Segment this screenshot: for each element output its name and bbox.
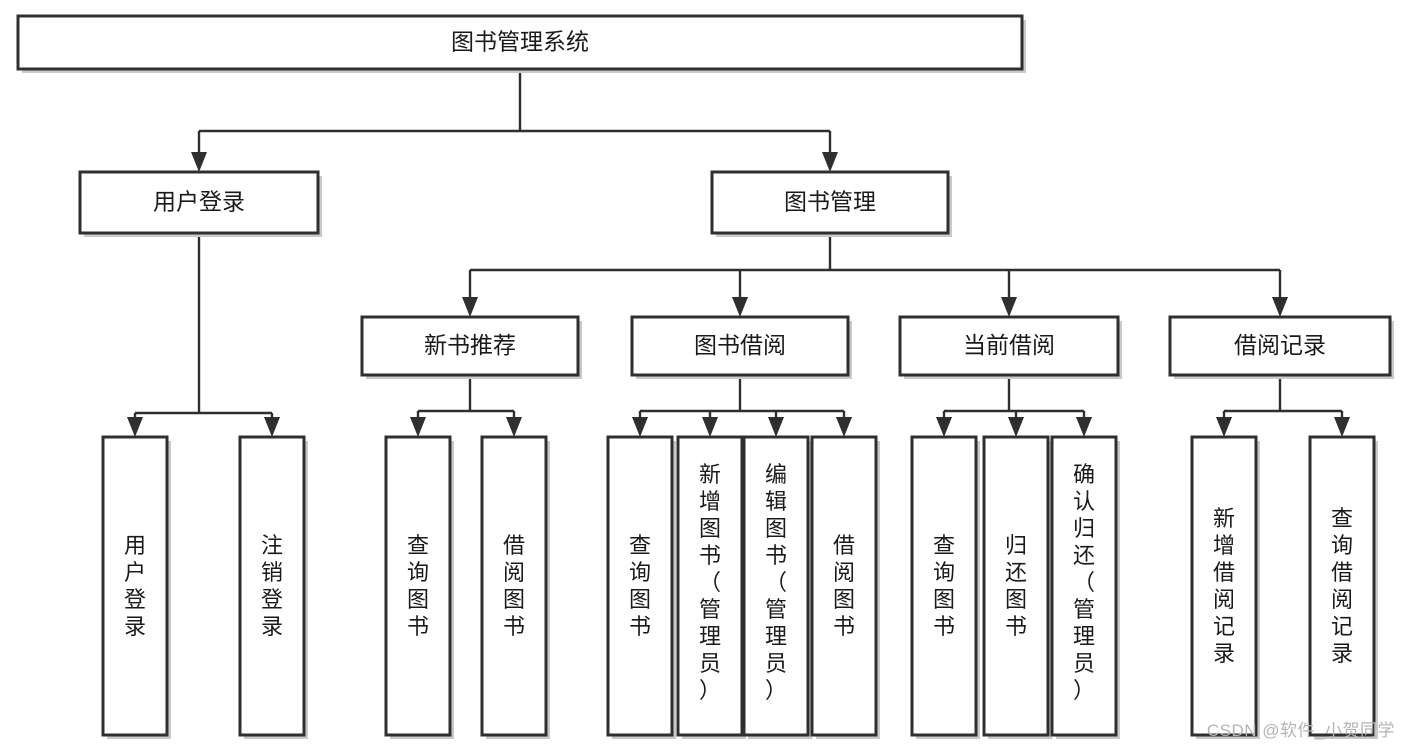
arrow-head-icon — [836, 417, 852, 437]
node-user-login-label: 用户登录 — [153, 189, 245, 215]
node-leaf-add-book-label: 新增图书（管理员） — [699, 462, 721, 703]
node-leaf-user-login-label: 用户登录 — [124, 533, 146, 639]
arrow-head-icon — [632, 417, 648, 437]
node-leaf-query-book-1-label: 查询图书 — [407, 533, 429, 639]
nodes-layer: 图书管理系统用户登录图书管理新书推荐图书借阅当前借阅借阅记录用户登录注销登录查询… — [16, 14, 1394, 739]
node-new-book-recommend[interactable]: 新书推荐 — [360, 315, 582, 379]
connectors-layer — [127, 69, 1350, 437]
arrow-head-icon — [822, 152, 838, 172]
node-leaf-edit-book-label: 编辑图书（管理员） — [765, 462, 787, 703]
node-leaf-query-book-2[interactable]: 查询图书 — [606, 435, 676, 739]
node-leaf-borrow-book-2[interactable]: 借阅图书 — [810, 435, 880, 739]
arrow-head-icon — [1216, 417, 1232, 437]
node-leaf-borrow-book-1[interactable]: 借阅图书 — [480, 435, 550, 739]
node-leaf-borrow-book-2-label: 借阅图书 — [833, 533, 855, 639]
node-leaf-query-record[interactable]: 查询借阅记录 — [1308, 435, 1378, 739]
node-book-management-label: 图书管理 — [784, 189, 876, 215]
node-leaf-user-logout[interactable]: 注销登录 — [238, 435, 308, 739]
arrow-head-icon — [1334, 417, 1350, 437]
node-root-label: 图书管理系统 — [451, 29, 589, 55]
node-book-borrow[interactable]: 图书借阅 — [630, 315, 852, 379]
arrow-head-icon — [1001, 297, 1017, 317]
node-leaf-user-login[interactable]: 用户登录 — [101, 435, 171, 739]
arrow-head-icon — [936, 417, 952, 437]
node-leaf-return-book[interactable]: 归还图书 — [982, 435, 1052, 739]
arrow-head-icon — [191, 152, 207, 172]
node-leaf-query-book-2-label: 查询图书 — [629, 533, 651, 639]
node-leaf-add-record[interactable]: 新增借阅记录 — [1190, 435, 1260, 739]
node-leaf-add-book[interactable]: 新增图书（管理员） — [676, 435, 746, 739]
arrow-head-icon — [732, 297, 748, 317]
node-leaf-return-book-label: 归还图书 — [1005, 533, 1027, 639]
node-leaf-confirm-return[interactable]: 确认归还（管理员） — [1050, 435, 1120, 739]
node-current-borrow-label: 当前借阅 — [963, 332, 1055, 358]
arrow-head-icon — [1076, 417, 1092, 437]
node-leaf-add-record-label: 新增借阅记录 — [1213, 506, 1235, 666]
arrow-head-icon — [768, 417, 784, 437]
arrow-head-icon — [462, 297, 478, 317]
node-leaf-query-book-3-label: 查询图书 — [933, 533, 955, 639]
node-leaf-query-book-1[interactable]: 查询图书 — [384, 435, 454, 739]
arrow-head-icon — [506, 417, 522, 437]
arrow-head-icon — [702, 417, 718, 437]
arrow-head-icon — [264, 417, 280, 437]
node-leaf-query-book-3[interactable]: 查询图书 — [910, 435, 980, 739]
node-book-borrow-label: 图书借阅 — [694, 332, 786, 358]
node-root[interactable]: 图书管理系统 — [16, 14, 1026, 73]
node-borrow-record-label: 借阅记录 — [1234, 332, 1326, 358]
node-leaf-query-record-label: 查询借阅记录 — [1331, 506, 1353, 666]
arrow-head-icon — [1272, 297, 1288, 317]
node-leaf-confirm-return-label: 确认归还（管理员） — [1073, 462, 1095, 703]
arrow-head-icon — [1008, 417, 1024, 437]
node-current-borrow[interactable]: 当前借阅 — [898, 315, 1122, 379]
node-user-login[interactable]: 用户登录 — [78, 170, 322, 237]
node-leaf-borrow-book-1-label: 借阅图书 — [503, 533, 525, 639]
arrow-head-icon — [127, 417, 143, 437]
node-leaf-user-logout-label: 注销登录 — [261, 533, 283, 639]
arrow-head-icon — [410, 417, 426, 437]
node-new-book-recommend-label: 新书推荐 — [424, 332, 516, 358]
node-book-management[interactable]: 图书管理 — [710, 170, 952, 237]
node-borrow-record[interactable]: 借阅记录 — [1168, 315, 1394, 379]
node-leaf-edit-book[interactable]: 编辑图书（管理员） — [742, 435, 812, 739]
